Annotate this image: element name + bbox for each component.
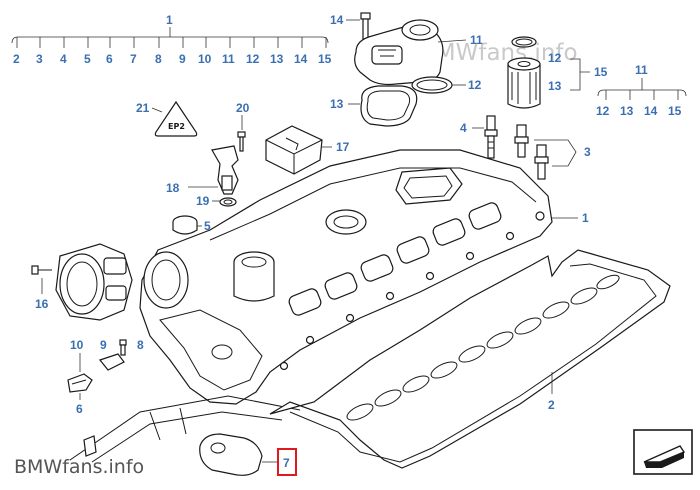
label-20: 20 [236,101,250,115]
seq-label: 7 [130,52,137,66]
seq-label: 13 [270,52,284,66]
label-2: 2 [548,398,555,412]
label-7: 7 [283,456,290,470]
part-21-label-badge: EP2 [154,100,198,137]
label-21: 21 [136,101,150,115]
label-11: 11 [470,33,483,47]
label-17: 17 [336,140,350,154]
part-12-ring-right [511,36,537,48]
seq-label: 2 [13,52,20,66]
label-10: 10 [70,338,84,352]
part-7-gasket [199,433,263,476]
label-1-side: 1 [582,211,589,225]
part-10-clip [67,373,93,393]
watermark-bottom: BMWfans.info [14,456,144,478]
part-16-screw [31,265,52,275]
label-3: 3 [584,145,591,159]
part-17-cover-cap [265,125,323,175]
label-4: 4 [460,121,467,135]
label-12-right: 12 [548,51,562,65]
seq-label: 8 [155,52,162,66]
part-4-sensor [484,115,498,159]
seq-label: 10 [198,52,212,66]
seq-label: 9 [179,52,186,66]
seq-label: 6 [106,52,113,66]
label-14: 14 [330,13,344,27]
part-2-cover-gasket [269,249,671,469]
part-20-screw [237,131,246,152]
seq-label: 4 [60,52,67,66]
part-19-seal-ring [219,197,237,207]
part-9-bracket [98,353,125,371]
label-11-right: 11 [635,63,648,77]
seq-label: 12 [246,52,260,66]
label-6: 6 [76,402,83,416]
part-18-camshaft-sensor [211,145,239,195]
label-1-top: 1 [166,13,173,27]
part-16-throttle-housing [55,243,133,321]
seq-label: 15 [318,52,332,66]
label-19: 19 [196,194,210,208]
label-7-highlight [277,448,297,476]
part-8-screw [119,339,127,356]
seq-right-label: 12 [596,104,610,118]
seq-label: 5 [84,52,91,66]
label-13-right: 13 [548,79,562,93]
label-18: 18 [166,181,180,195]
seq-right-label: 15 [668,104,682,118]
badge-text: EP2 [168,122,185,131]
part-3-sensors [514,124,549,180]
seq-label: 3 [36,52,43,66]
part-1-cylinder-head-cover [139,149,553,405]
label-12: 12 [468,78,482,92]
part-5-plug [172,215,198,235]
label-8: 8 [137,338,144,352]
label-5: 5 [204,219,211,233]
part-13-oil-filter [507,57,541,109]
watermark-top: BMWfans.info [420,40,578,66]
sequence-row-labels: 2 3 4 5 6 7 8 9 10 11 12 13 14 15 [13,52,332,66]
right-sequence-bracket [597,78,687,100]
spark-plug-ring-chain [346,274,620,421]
top-sequence-bracket [11,27,329,48]
seq-label: 14 [294,52,308,66]
part-13-gasket-ring [360,85,418,127]
lower-shield-plate [69,395,301,463]
part-11-separator-housing [354,19,444,86]
part-12-gasket [411,76,453,94]
label-16: 16 [35,297,49,311]
seq-right-label: 13 [620,104,634,118]
label-13: 13 [330,97,344,111]
seq-label: 11 [222,52,235,66]
label-9: 9 [100,338,107,352]
label-15: 15 [594,65,608,79]
next-page-arrow-icon[interactable] [633,429,693,475]
seq-right-label: 14 [644,104,658,118]
